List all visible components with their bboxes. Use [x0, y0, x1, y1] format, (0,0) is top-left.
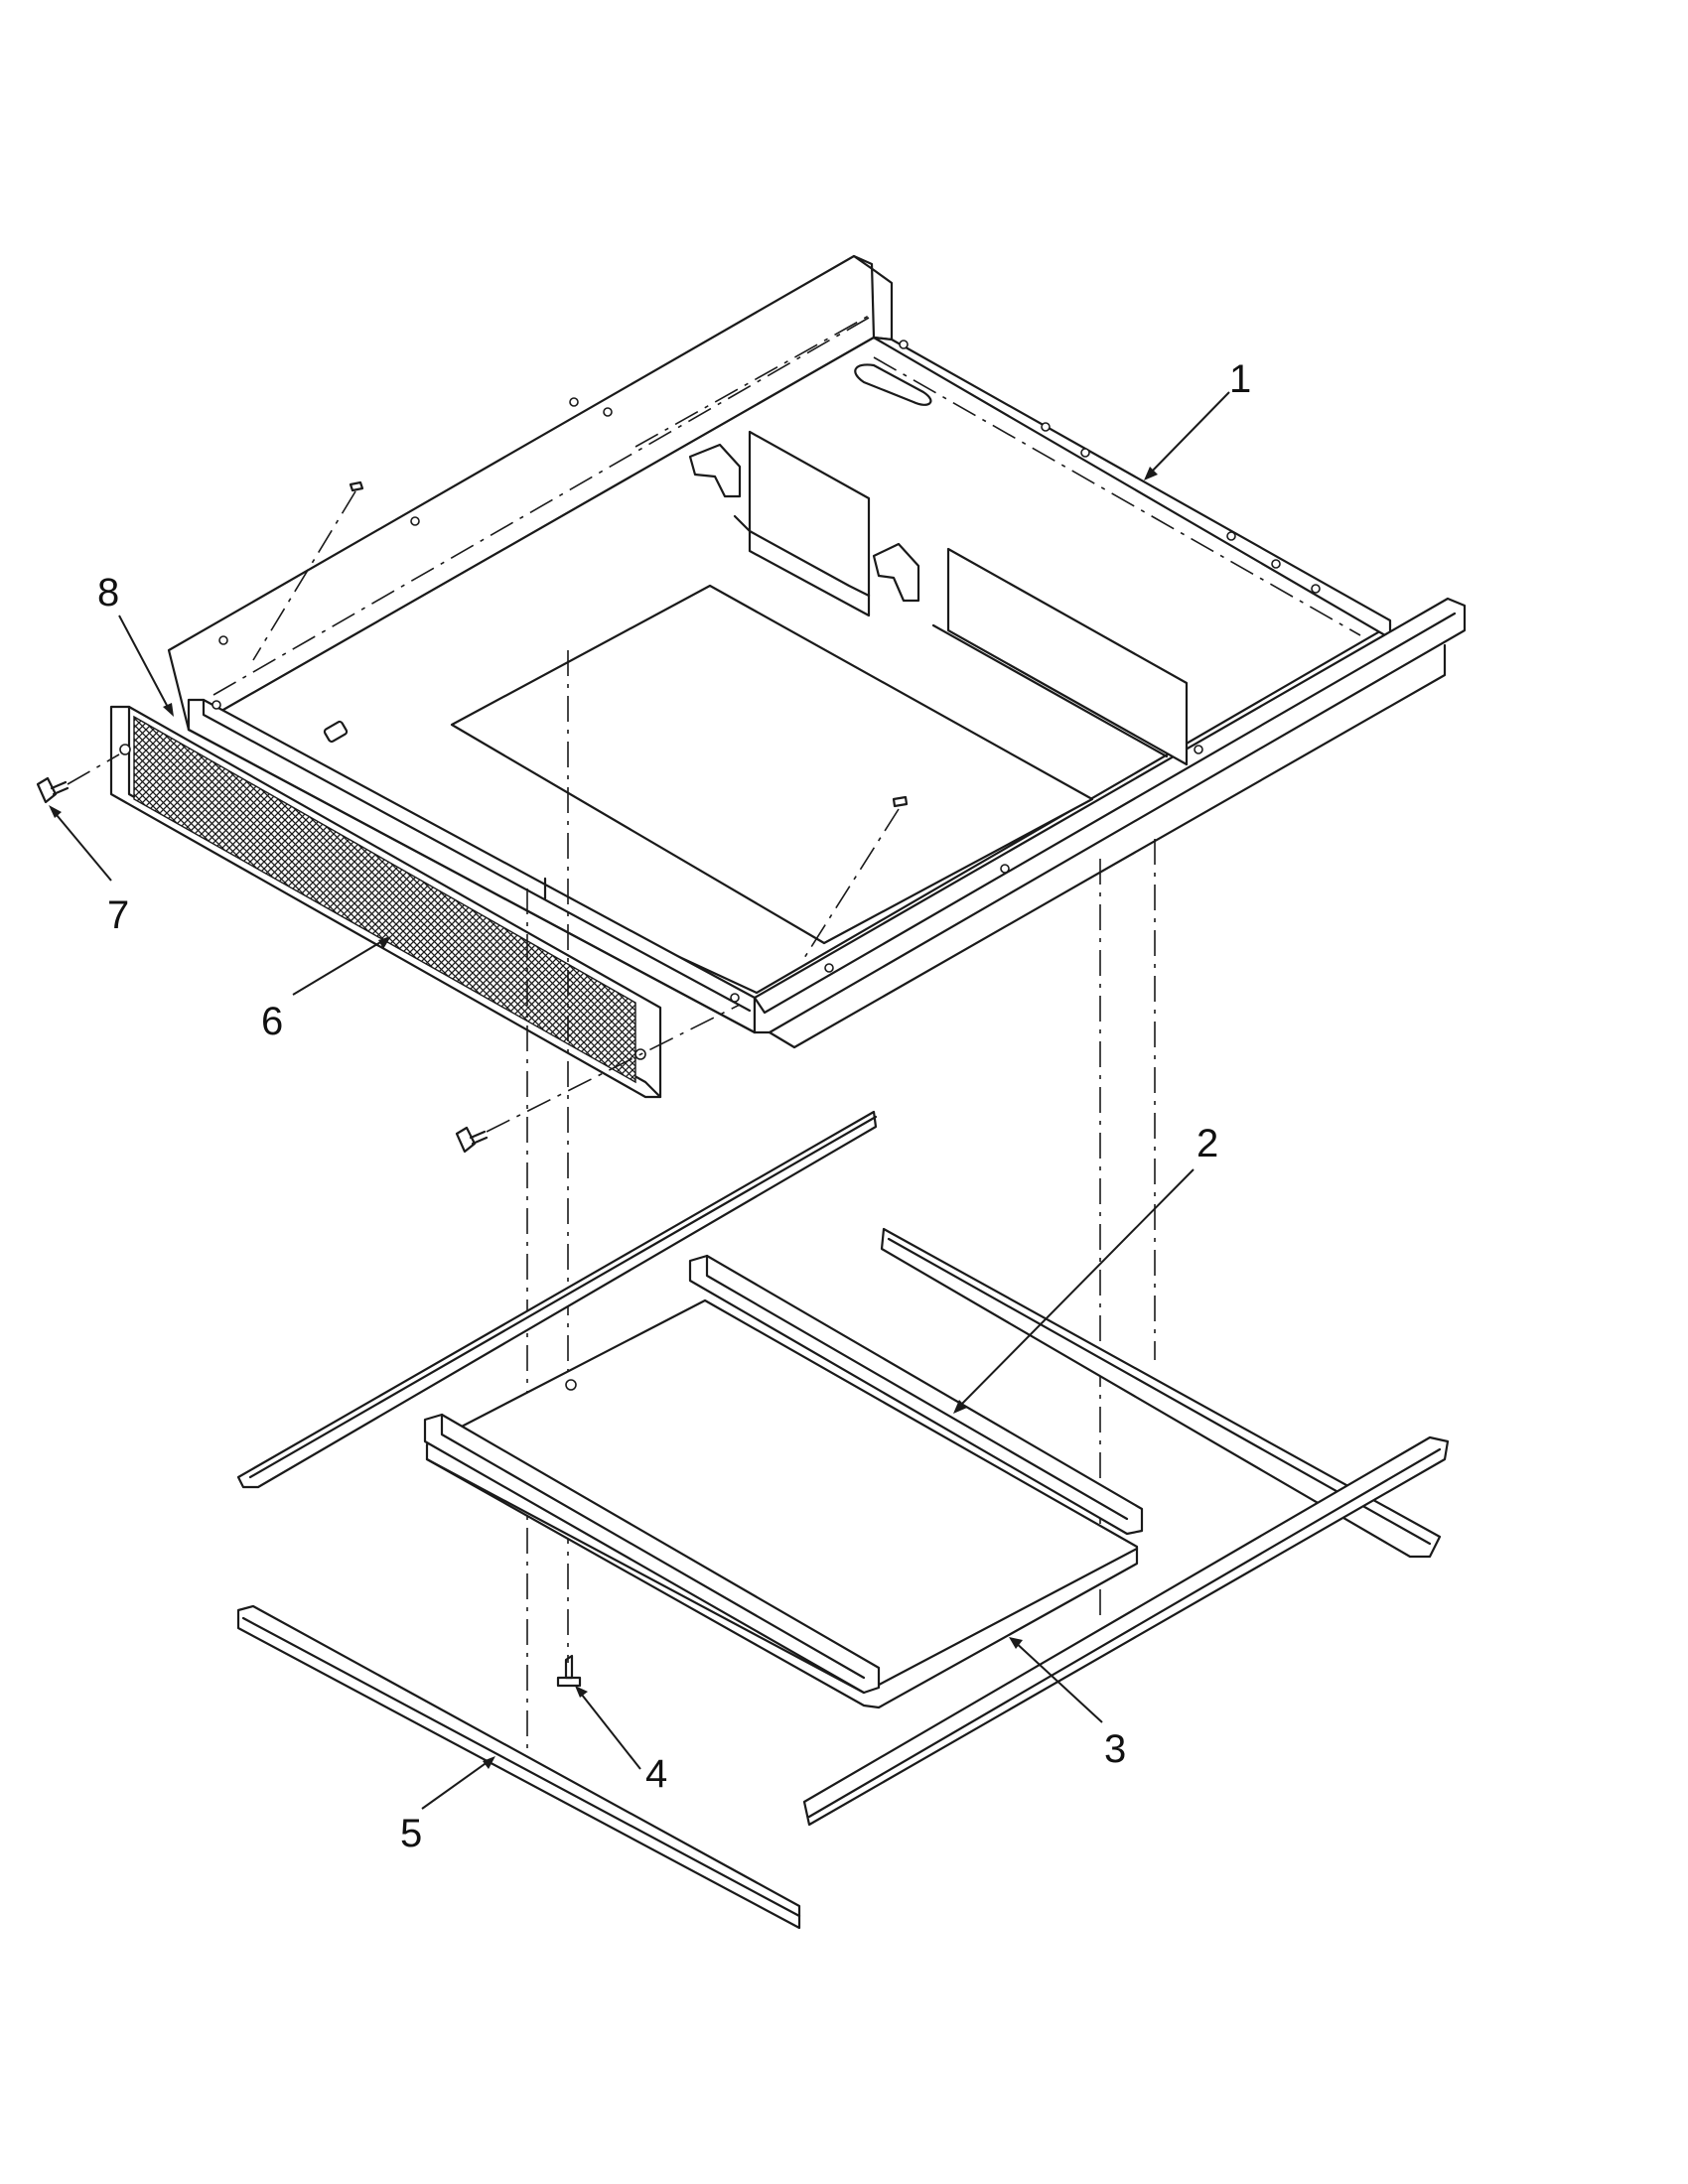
screw-part	[556, 1654, 582, 1688]
callout-6-group: 6	[261, 936, 391, 1043]
main-tray-part	[167, 254, 1467, 1049]
thumb-screw-upper	[36, 753, 120, 804]
mesh-grille-part	[109, 705, 662, 1099]
callout-3-label: 3	[1104, 1727, 1126, 1771]
callout-8-label: 8	[97, 571, 119, 614]
callout-1-label: 1	[1229, 357, 1251, 401]
callout-7-group: 7	[49, 805, 129, 937]
gasket-strip-right-lower	[802, 1435, 1450, 1827]
thumb-screw-lower	[455, 1004, 741, 1154]
callout-2-group: 2	[953, 1122, 1218, 1414]
callout-7-label: 7	[107, 893, 129, 937]
callout-2-label: 2	[1196, 1122, 1218, 1165]
gasket-strip-left-upper	[236, 1110, 878, 1489]
tray-pins	[252, 480, 909, 959]
callout-5-group: 5	[400, 1756, 495, 1855]
spacer-bar-left	[423, 1413, 881, 1695]
callout-4-group: 4	[575, 1686, 667, 1796]
callout-4-label: 4	[645, 1752, 667, 1796]
spacer-bar-right	[688, 1254, 1144, 1536]
callout-1-group: 1	[1144, 357, 1251, 480]
callout-8-group: 8	[97, 571, 174, 717]
callout-5-label: 5	[400, 1812, 422, 1855]
callout-3-group: 3	[1009, 1637, 1126, 1771]
callout-6-label: 6	[261, 1000, 283, 1043]
gasket-strip-left-lower	[236, 1604, 801, 1930]
